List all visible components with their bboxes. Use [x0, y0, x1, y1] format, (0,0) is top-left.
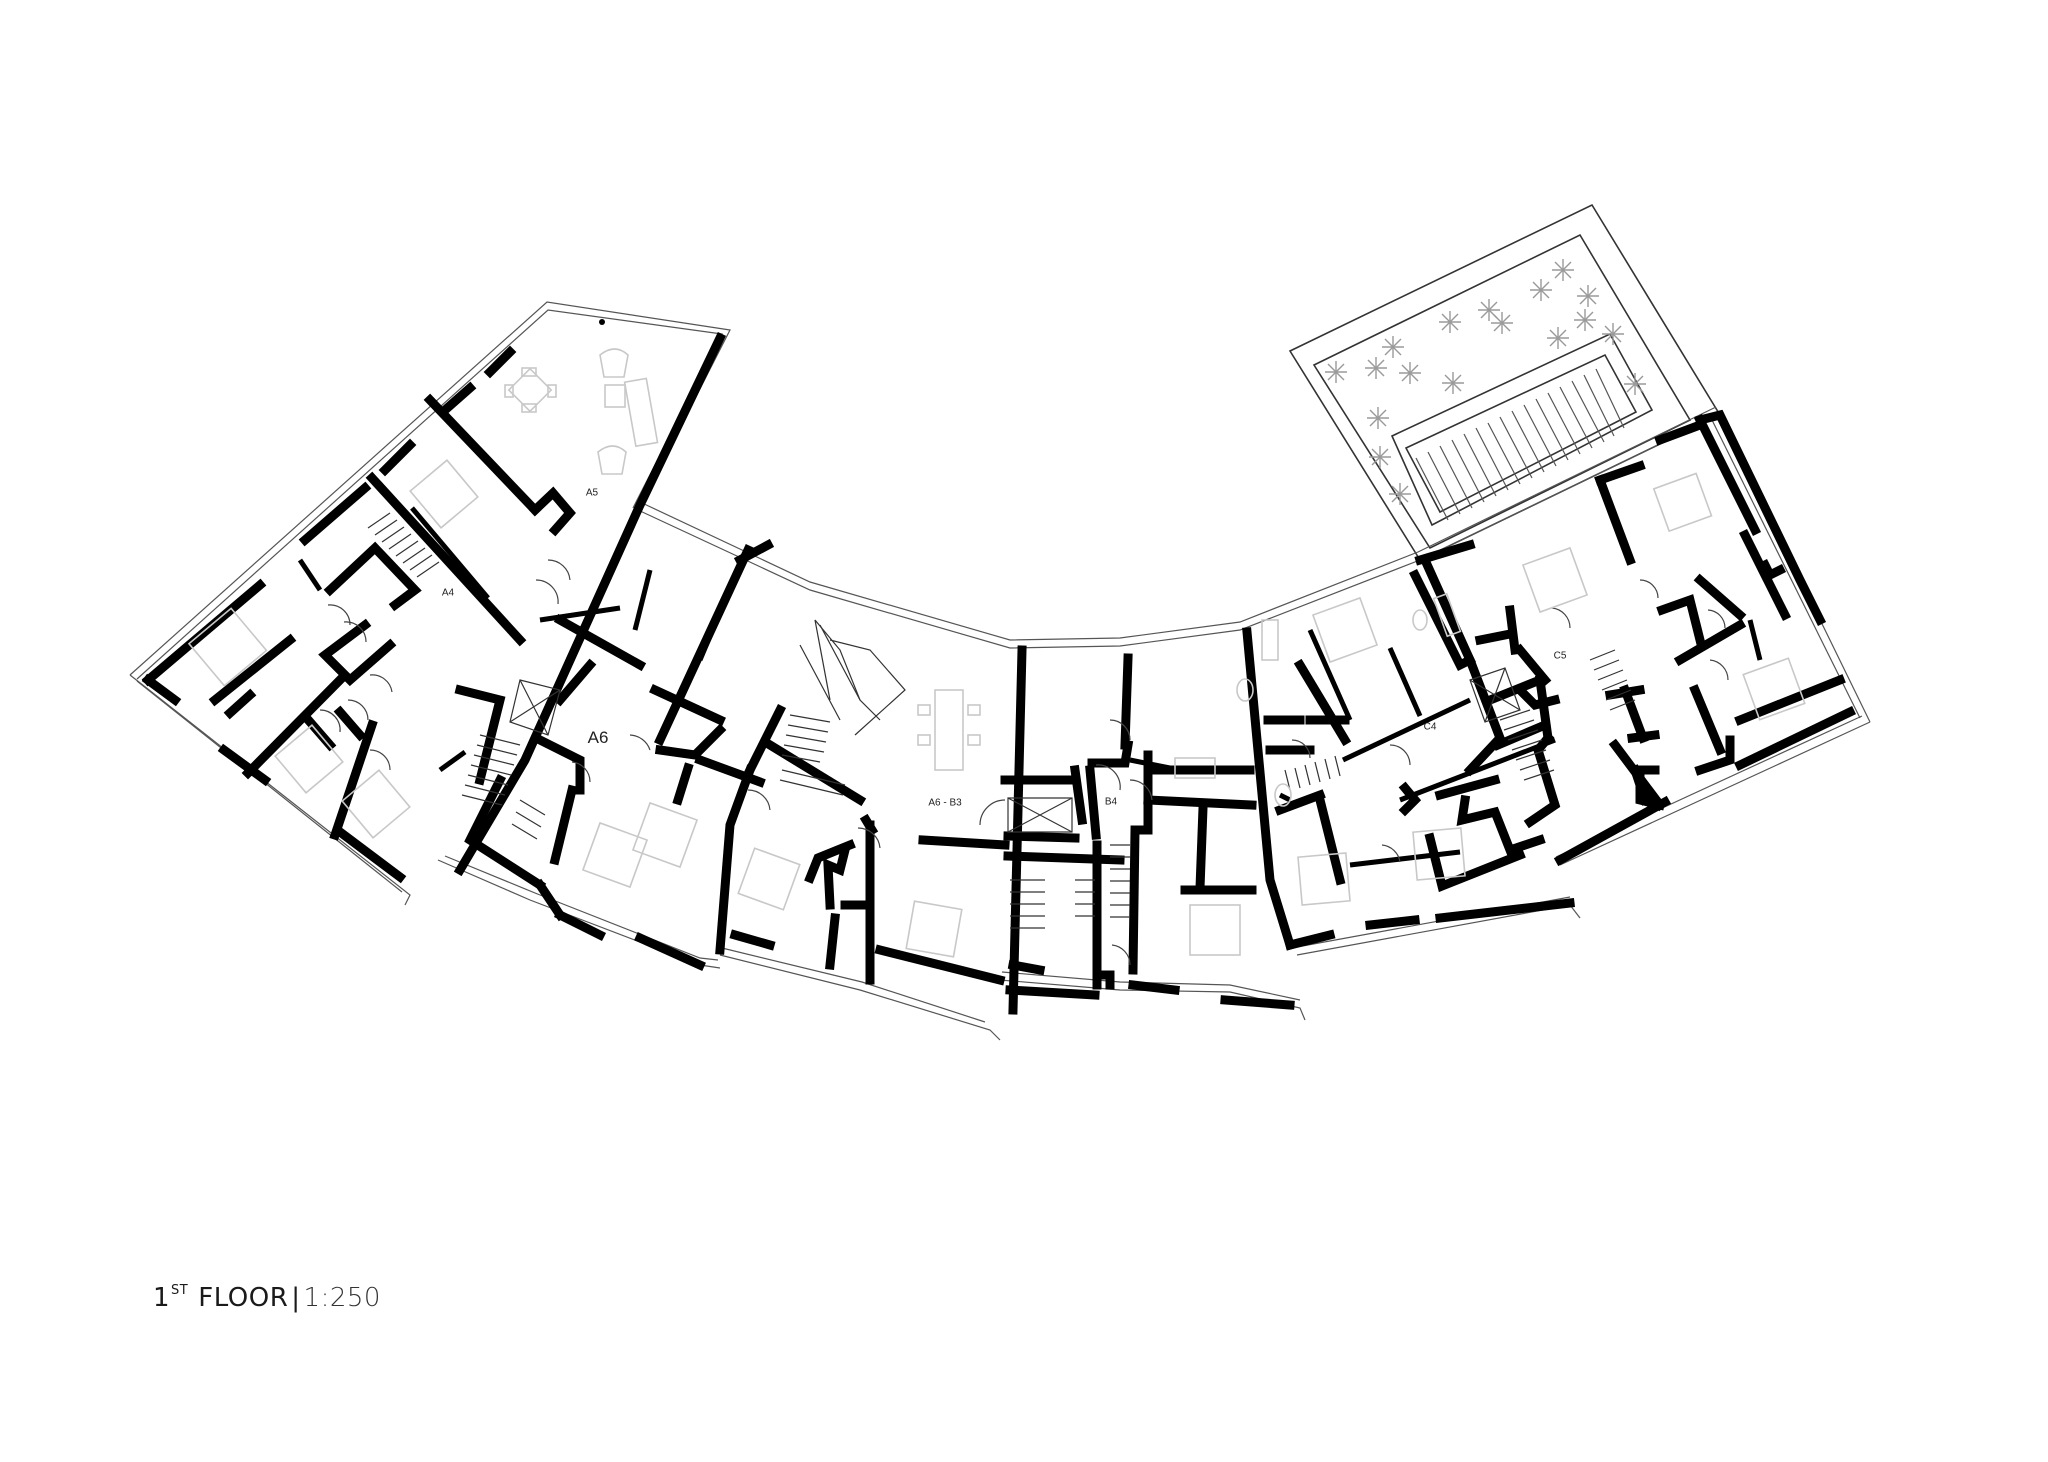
bed-icon [1742, 657, 1806, 721]
elevator-a6-icon [509, 679, 561, 736]
furniture [187, 348, 1806, 958]
elevator-b3-icon [1007, 797, 1073, 833]
sofa-icon [623, 377, 659, 448]
stair-central-icon [779, 619, 906, 796]
bed-icon [905, 900, 963, 958]
dining-table-icon [504, 367, 557, 413]
plan-title: 1ST FLOOR|1:250 [153, 1283, 381, 1313]
bed-icon [631, 801, 699, 869]
unit-label-a4: A4 [441, 587, 455, 599]
floor-word: FLOOR [198, 1283, 289, 1313]
structural-walls [141, 331, 1857, 1015]
unit-label-c5: C5 [1553, 650, 1567, 662]
bed-icon [187, 607, 268, 687]
roof-terrace [1288, 203, 1722, 562]
unit-label-a5: A5 [585, 487, 599, 499]
tree-icons [1325, 259, 1646, 505]
bed-icon [581, 821, 649, 889]
plan-scale: 1:250 [303, 1283, 381, 1313]
armchair-icon [599, 348, 629, 378]
bed-icon [1189, 904, 1241, 956]
bed-icon [274, 724, 344, 794]
armchair-icon [597, 445, 627, 475]
stair-a6-icon [461, 734, 546, 840]
stair-c5-icon [1499, 649, 1636, 781]
title-separator: | [291, 1283, 301, 1313]
floor-number: 1 [153, 1283, 171, 1313]
bed-icon [1297, 852, 1351, 906]
bed-icon [1311, 596, 1379, 664]
bed-icon [409, 459, 479, 529]
bed-icon [1652, 472, 1713, 533]
partition-walls [297, 506, 1763, 868]
stair-c4-icon [1284, 755, 1341, 791]
elevator-c5-icon [1469, 667, 1521, 723]
pool-slats-icon [1415, 368, 1625, 521]
dining-table-icon [917, 689, 981, 771]
floor-suffix: ST [171, 1283, 189, 1299]
bed-icon [1521, 546, 1589, 614]
unit-label-c4: C4 [1423, 721, 1437, 733]
bed-icon [1412, 827, 1466, 881]
column-icon [599, 319, 605, 325]
unit-label-b4: B4 [1104, 796, 1118, 808]
facade-outline [129, 301, 1871, 1041]
bed-icon [341, 769, 411, 839]
door-swings [319, 559, 1729, 966]
bed-icon [737, 847, 801, 911]
unit-label-a6: A6 [587, 728, 609, 747]
stair-a4-icon [367, 512, 440, 578]
unit-label-a6-b3: A6 - B3 [928, 797, 962, 809]
elevator-shafts [509, 667, 1521, 833]
staircases [367, 512, 1636, 929]
stair-b4-icon [1010, 844, 1130, 929]
